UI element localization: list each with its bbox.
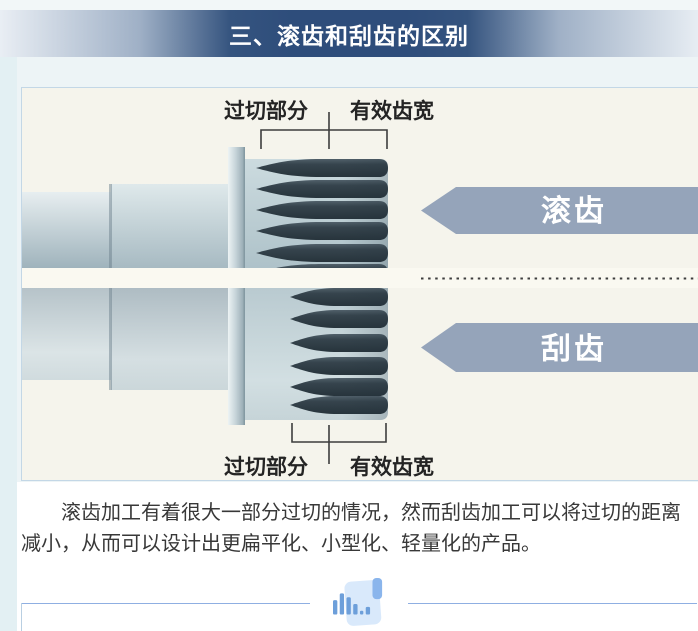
bottom-dimension-annotation: 过切部分 有效齿宽 [224,423,434,479]
hobbed-shaft-illustration [22,147,388,268]
divider-line-right [408,602,697,604]
left-margin-strip [0,57,17,631]
gear-comparison-figure: 过切部分 有效齿宽 过切部分 有效齿宽 滚齿 刮齿 [21,87,698,481]
bottom-overcut-label: 过切部分 [224,455,308,479]
skiving-arrow-label: 刮齿 [541,333,607,366]
hobbing-arrow-shape [421,187,698,234]
top-dimension-annotation: 过切部分 有效齿宽 [224,99,434,149]
gear-flange-bottom [228,288,245,425]
top-overcut-label: 过切部分 [224,99,308,123]
top-dimension-bracket [260,112,388,149]
gear-diagram-svg: 过切部分 有效齿宽 过切部分 有效齿宽 滚齿 刮齿 [22,99,698,479]
top-background-strip [0,0,698,10]
skived-shaft-illustration [22,288,388,425]
bottom-effective-width-label: 有效齿宽 [350,455,434,479]
skiving-arrow-shape [421,323,698,372]
section-title: 三、滚齿和刮齿的区别 [229,22,469,49]
gear-teeth-hobbing [256,159,388,268]
body-paragraph: 滚齿加工有着很大一部分过切的情况，然而刮齿加工可以将过切的距离减小，从而可以设计… [21,502,681,555]
bottom-dimension-bracket [291,423,387,464]
next-section-left-border [21,603,22,631]
section-divider [21,577,697,629]
gear-teeth-skiving [290,288,388,420]
top-effective-width-label: 有效齿宽 [350,99,434,123]
skiving-arrow: 刮齿 [421,323,698,372]
divider-line-left [21,602,310,604]
hobbing-arrow-label: 滚齿 [541,195,607,228]
shaft-separator-band [22,268,698,288]
hobbing-arrow: 滚齿 [421,187,698,234]
gear-flange-top [228,147,245,268]
section-title-banner: 三、滚齿和刮齿的区别 [0,10,698,57]
bar-chart-document-icon [330,577,388,629]
